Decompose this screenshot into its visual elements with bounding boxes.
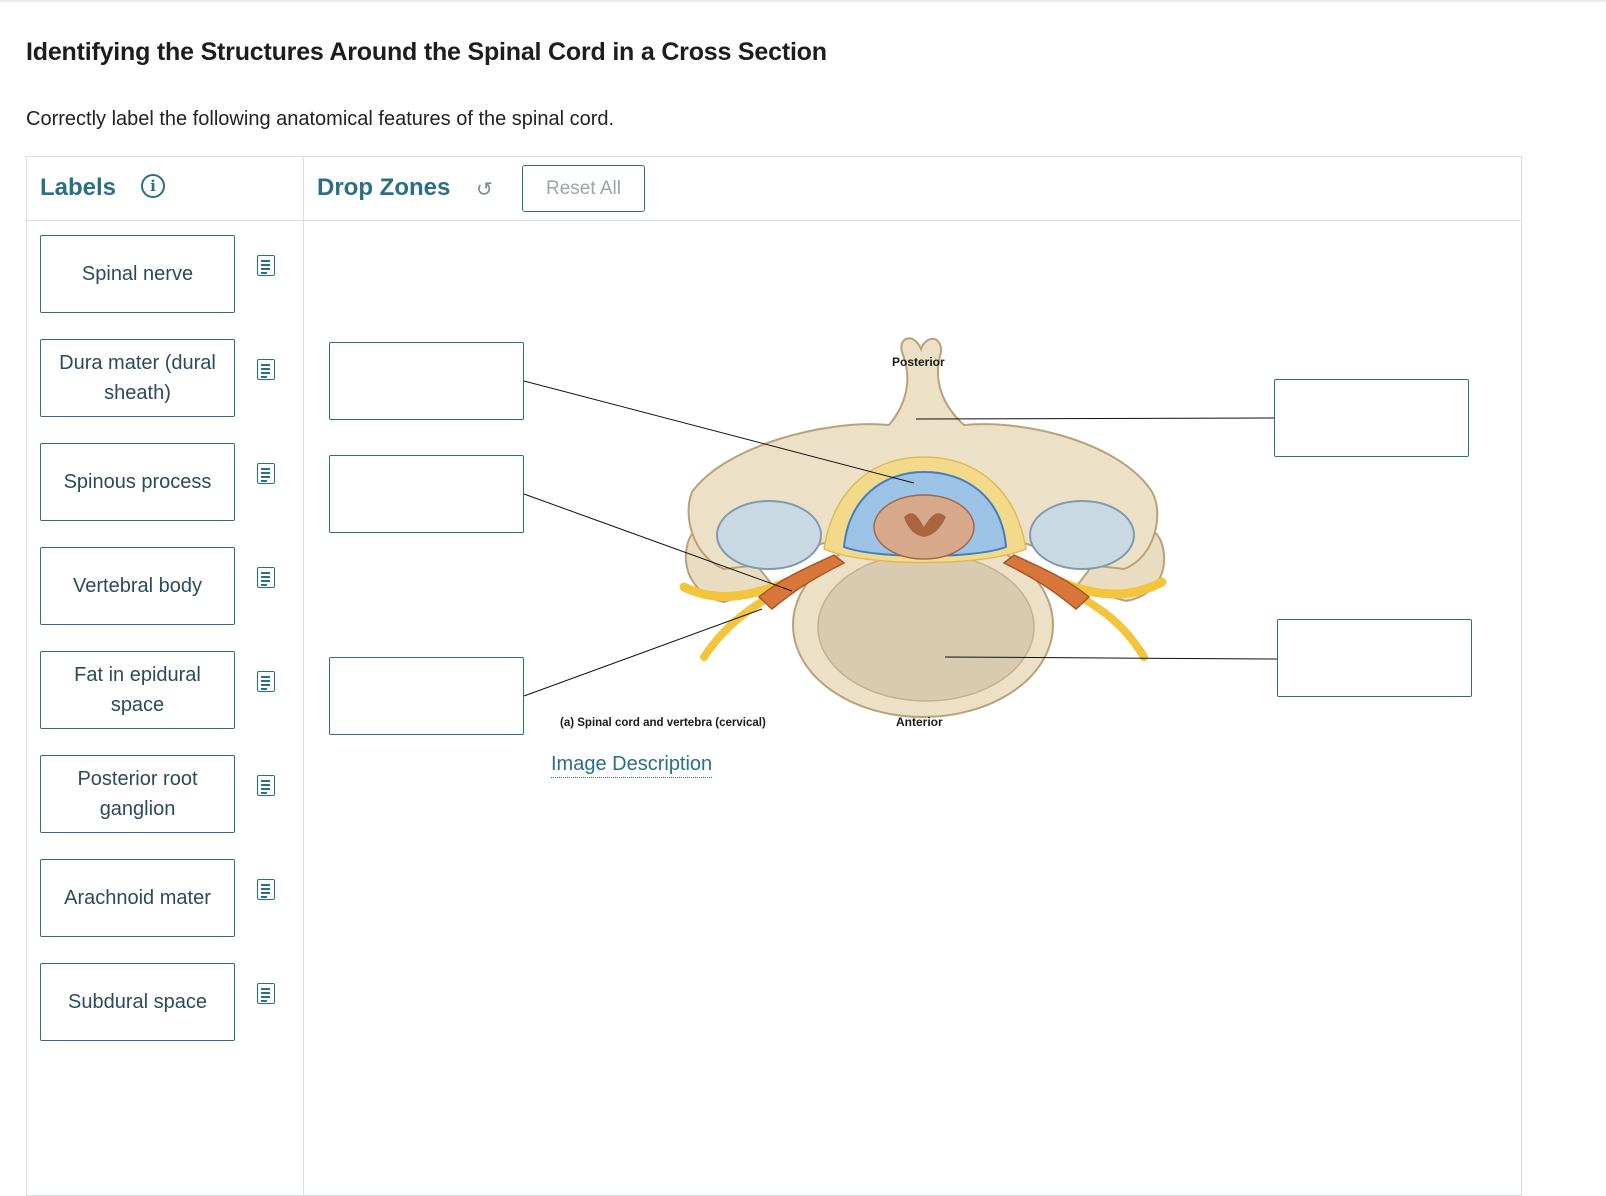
label-text: Vertebral body bbox=[73, 575, 202, 597]
notes-icon[interactable] bbox=[257, 775, 275, 796]
notes-icon[interactable] bbox=[257, 359, 275, 380]
label-text: Arachnoid mater bbox=[64, 887, 211, 909]
image-description-link[interactable]: Image Description bbox=[551, 753, 713, 778]
drop-zones-header: Drop Zones ↺ Reset All bbox=[304, 157, 1521, 221]
notes-icon[interactable] bbox=[257, 983, 275, 1004]
label-fat-epidural-space[interactable]: Fat in epidural space bbox=[40, 651, 235, 729]
instructions: Correctly label the following anatomical… bbox=[26, 108, 615, 130]
label-posterior-root-ganglion[interactable]: Posterior root ganglion bbox=[40, 755, 235, 833]
notes-icon[interactable] bbox=[257, 879, 275, 900]
figure-caption: (a) Spinal cord and vertebra (cervical) bbox=[560, 717, 766, 729]
label-text: Fat in epidural space bbox=[74, 664, 201, 716]
spinal-cord-illustration bbox=[523, 337, 1278, 718]
label-text: Spinal nerve bbox=[81, 263, 194, 285]
drop-zones-column: Drop Zones ↺ Reset All bbox=[304, 157, 1521, 1195]
label-text: Posterior root ganglion bbox=[77, 768, 198, 820]
labels-header: Labels i bbox=[27, 157, 303, 221]
notes-icon[interactable] bbox=[257, 255, 275, 276]
notes-icon[interactable] bbox=[257, 567, 275, 588]
labels-heading: Labels bbox=[40, 174, 117, 201]
label-text: Spinous process bbox=[63, 471, 212, 493]
page-title: Identifying the Structures Around the Sp… bbox=[26, 38, 827, 66]
label-arachnoid-mater[interactable]: Arachnoid mater bbox=[40, 859, 235, 937]
drop-zone-4[interactable] bbox=[1274, 379, 1469, 457]
drop-zones-heading: Drop Zones bbox=[317, 174, 451, 201]
reset-all-button[interactable]: Reset All bbox=[522, 165, 645, 212]
label-text: Subdural space bbox=[68, 991, 207, 1013]
labels-column: Labels i Spinal nerve Dura mater (dural … bbox=[27, 157, 304, 1195]
label-dura-mater[interactable]: Dura mater (dural sheath) bbox=[40, 339, 235, 417]
notes-icon[interactable] bbox=[257, 463, 275, 484]
label-vertebral-body[interactable]: Vertebral body bbox=[40, 547, 235, 625]
posterior-label: Posterior bbox=[892, 355, 945, 369]
drop-zone-3[interactable] bbox=[329, 657, 524, 735]
labeling-panel: Labels i Spinal nerve Dura mater (dural … bbox=[26, 156, 1522, 1196]
top-divider bbox=[0, 0, 1606, 2]
label-spinal-nerve[interactable]: Spinal nerve bbox=[40, 235, 235, 313]
notes-icon[interactable] bbox=[257, 671, 275, 692]
drop-zone-2[interactable] bbox=[329, 455, 524, 533]
drop-zone-1[interactable] bbox=[329, 342, 524, 420]
label-spinous-process[interactable]: Spinous process bbox=[40, 443, 235, 521]
drop-zone-5[interactable] bbox=[1277, 619, 1472, 697]
label-subdural-space[interactable]: Subdural space bbox=[40, 963, 235, 1041]
label-text: Dura mater (dural sheath) bbox=[59, 352, 216, 404]
info-icon[interactable]: i bbox=[141, 174, 165, 198]
anterior-label: Anterior bbox=[896, 715, 943, 729]
undo-arrow-icon[interactable]: ↺ bbox=[476, 179, 493, 201]
